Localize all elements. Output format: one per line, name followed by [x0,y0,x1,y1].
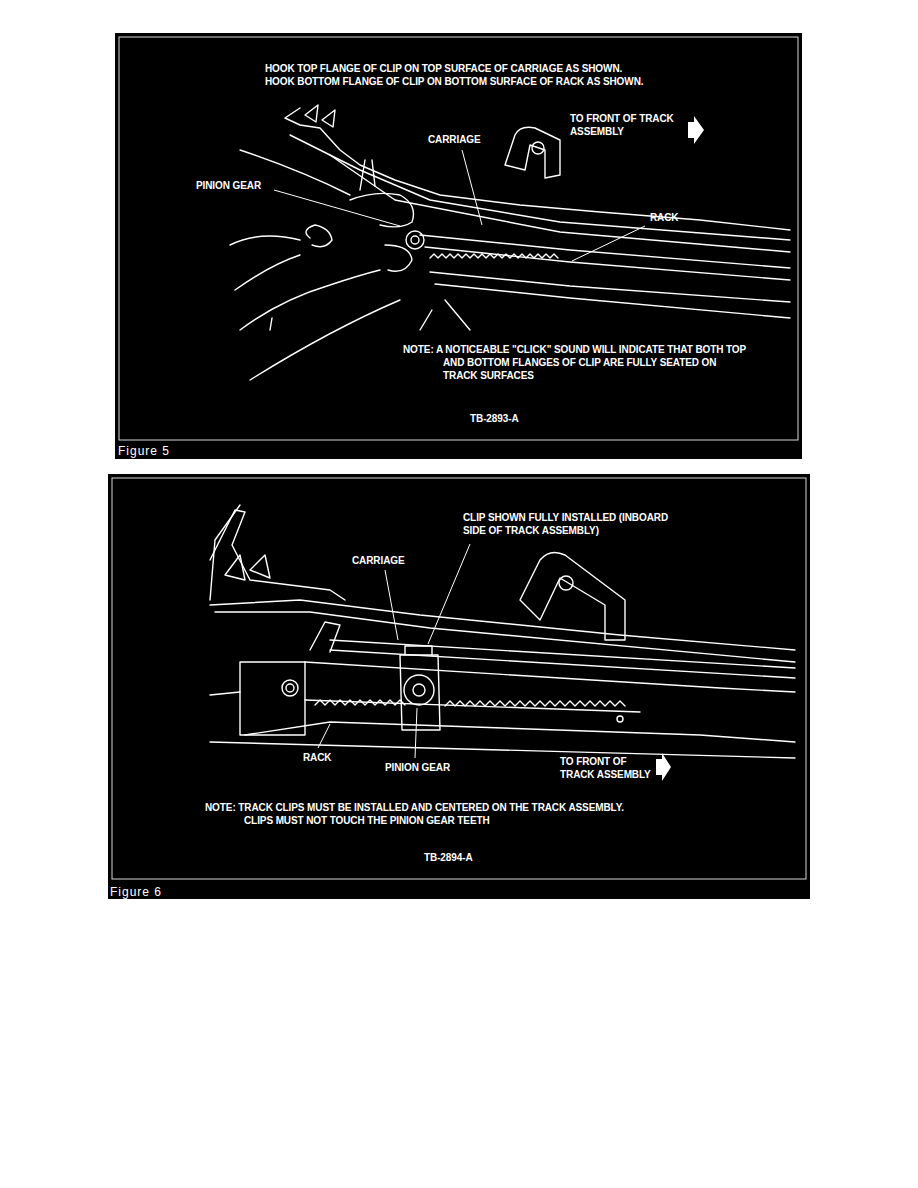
figure-code: TB-2893-A [470,412,519,425]
part-label: RACK [650,211,679,224]
panel-border [119,37,798,440]
figure-code: TB-2894-A [424,851,473,864]
callout-label: CLIP SHOWN FULLY INSTALLED (INBOARD SIDE… [463,511,678,537]
panel-border [112,478,806,879]
instruction-text: HOOK TOP FLANGE OF CLIP ON TOP SURFACE O… [265,62,622,75]
figure-caption: Figure 6 [110,885,162,899]
part-label: RACK [303,751,332,764]
note-text: NOTE: A NOTICEABLE "CLICK" SOUND WILL IN… [403,343,751,382]
figure-caption: Figure 5 [118,444,170,458]
figure-panel [108,474,810,899]
leader-lines [274,150,645,261]
part-label: PINION GEAR [196,179,261,192]
figure-panel [115,33,802,459]
direction-label: TO FRONT OF TRACK ASSEMBLY [560,755,660,781]
leader-lines [318,544,470,758]
direction-label: TO FRONT OF TRACK ASSEMBLY [570,112,682,138]
note-text: NOTE: TRACK CLIPS MUST BE INSTALLED AND … [205,801,644,827]
direction-arrow [688,116,704,144]
instruction-text: HOOK BOTTOM FLANGE OF CLIP ON BOTTOM SUR… [265,75,643,88]
seat-track-drawing [230,105,790,380]
seat-track-drawing [210,505,795,758]
direction-arrow [656,753,671,781]
part-label: PINION GEAR [385,761,450,774]
part-label: CARRIAGE [352,554,405,567]
part-label: CARRIAGE [428,133,481,146]
